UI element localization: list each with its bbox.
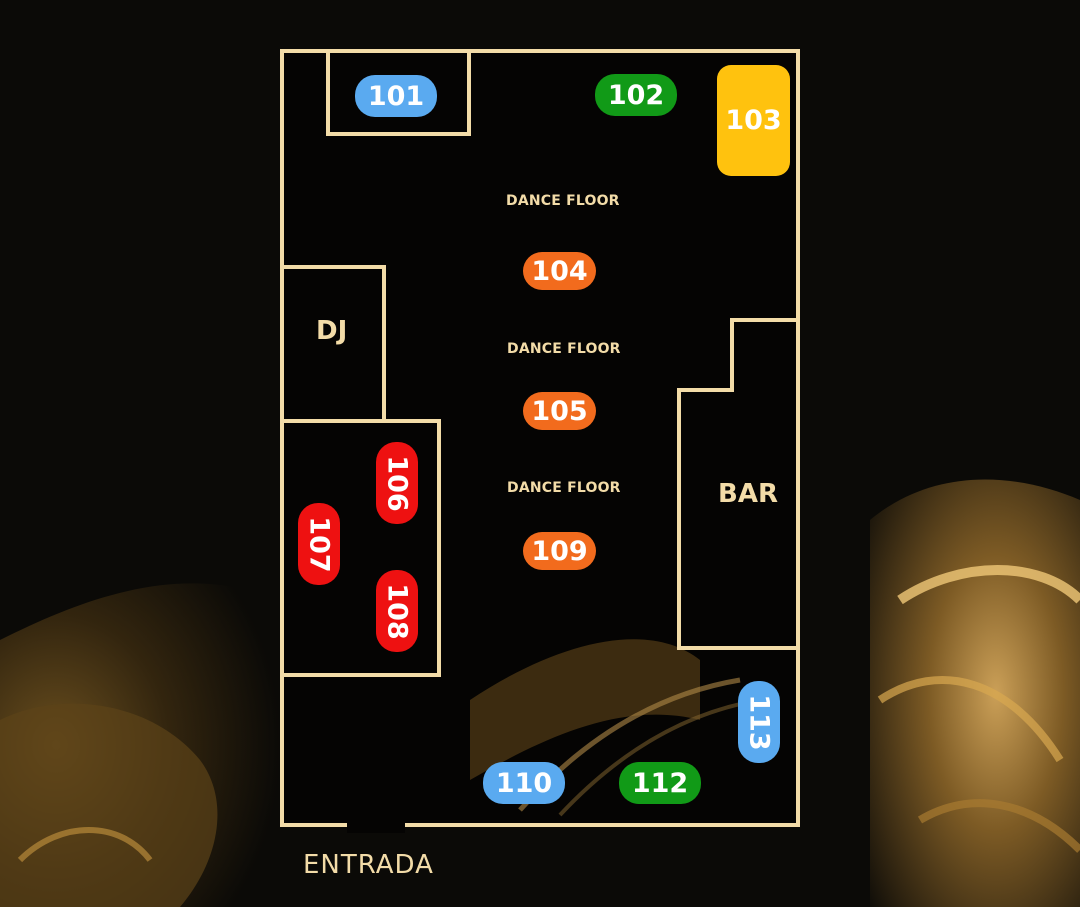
table-113[interactable]: 113 xyxy=(738,681,780,763)
table-109[interactable]: 109 xyxy=(523,532,596,570)
bar-label: BAR xyxy=(718,479,778,509)
table-number: 105 xyxy=(531,395,588,427)
dance-floor-label: DANCE FLOOR xyxy=(507,480,621,496)
table-number: 113 xyxy=(743,693,775,751)
table-number: 112 xyxy=(631,767,689,799)
dance-floor-label: DANCE FLOOR xyxy=(507,341,621,357)
table-number: 109 xyxy=(531,535,588,567)
entrance-opening xyxy=(347,823,405,833)
table-101[interactable]: 101 xyxy=(355,75,437,117)
table-108[interactable]: 108 xyxy=(376,570,418,652)
table-103[interactable]: 103 xyxy=(717,65,790,176)
table-number: 110 xyxy=(495,767,553,799)
table-106[interactable]: 106 xyxy=(376,442,418,524)
table-number: 104 xyxy=(531,255,588,287)
table-number: 106 xyxy=(381,454,413,512)
entrance-label: ENTRADA xyxy=(303,850,434,880)
table-number: 107 xyxy=(303,515,335,573)
table-number: 103 xyxy=(725,105,782,136)
table-105[interactable]: 105 xyxy=(523,392,596,430)
table-number: 108 xyxy=(381,582,413,640)
table-102[interactable]: 102 xyxy=(595,74,677,116)
table-number: 102 xyxy=(607,79,665,111)
table-107[interactable]: 107 xyxy=(298,503,340,585)
table-112[interactable]: 112 xyxy=(619,762,701,804)
dance-floor-label: DANCE FLOOR xyxy=(506,193,620,209)
dj-label: DJ xyxy=(316,316,348,346)
table-101-enclosure xyxy=(326,51,471,136)
vip-section-wall xyxy=(282,419,441,677)
table-110[interactable]: 110 xyxy=(483,762,565,804)
table-number: 101 xyxy=(367,80,425,112)
table-104[interactable]: 104 xyxy=(523,252,596,290)
